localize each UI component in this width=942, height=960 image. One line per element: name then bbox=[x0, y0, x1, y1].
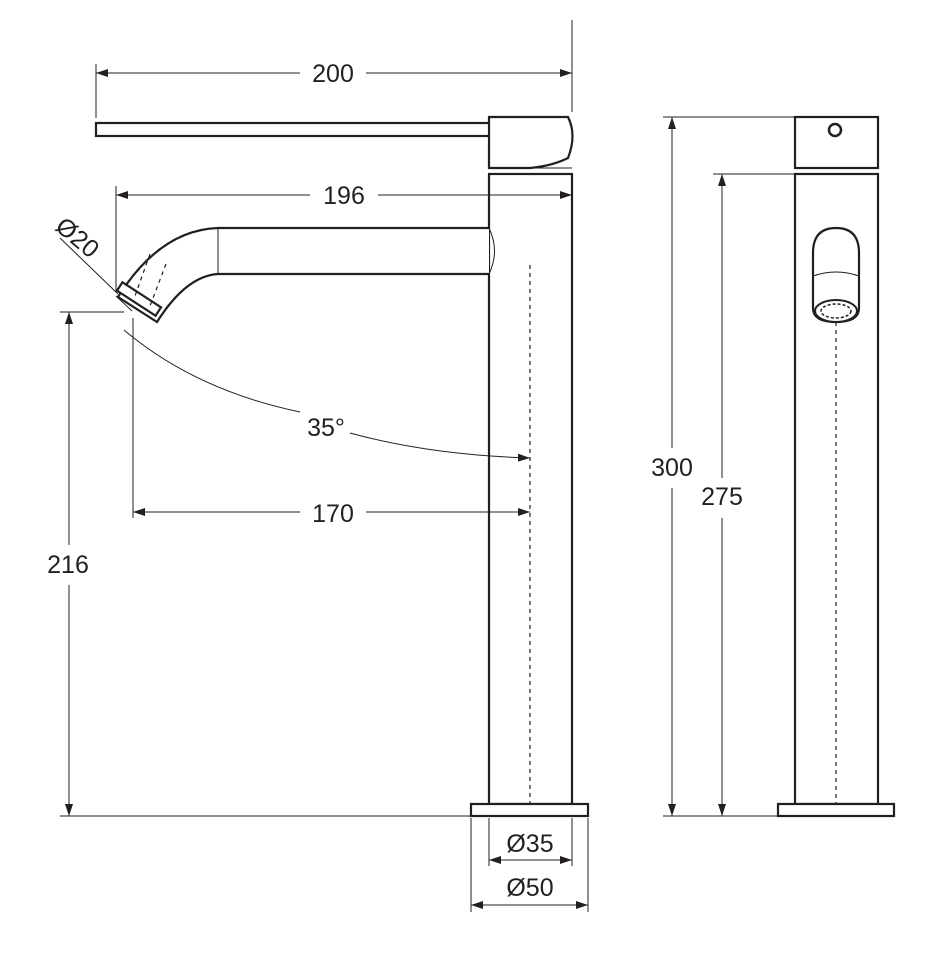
dim-body-height: 275 bbox=[701, 173, 795, 816]
outlet-aerator bbox=[115, 280, 163, 318]
dim-label-35deg: 35° bbox=[307, 414, 345, 442]
handle-cap bbox=[487, 115, 574, 170]
dim-label-196: 196 bbox=[323, 182, 365, 210]
dim-outlet-height: 216 bbox=[47, 311, 474, 817]
dim-label-300: 300 bbox=[651, 454, 693, 482]
side-indicator-dot bbox=[827, 122, 843, 138]
dim-lever-width: 200 bbox=[95, 20, 573, 118]
side-base-plate bbox=[776, 802, 896, 818]
base-plate bbox=[469, 802, 590, 818]
dim-body-diameter: Ø35 bbox=[488, 818, 573, 866]
dim-label-o35: Ø35 bbox=[506, 830, 553, 858]
dim-label-o50: Ø50 bbox=[506, 874, 553, 902]
spout bbox=[116, 226, 489, 324]
dim-label-170: 170 bbox=[312, 500, 354, 528]
dim-outlet-to-center: 170 bbox=[132, 318, 530, 528]
dim-label-275: 275 bbox=[701, 483, 743, 511]
dim-spout-reach: 196 bbox=[115, 182, 572, 292]
front-view: 200 196 Ø20 35° 170 bbox=[47, 20, 590, 912]
dim-label-o20: Ø20 bbox=[50, 212, 104, 264]
side-view: 300 275 bbox=[651, 115, 896, 818]
dim-label-216: 216 bbox=[47, 551, 89, 579]
dim-label-200: 200 bbox=[312, 60, 354, 88]
dim-total-height: 300 bbox=[651, 116, 795, 817]
dim-base-diameter: Ø50 bbox=[470, 818, 589, 912]
dim-outlet-angle: 35° bbox=[123, 329, 531, 462]
lever-handle bbox=[94, 121, 496, 138]
